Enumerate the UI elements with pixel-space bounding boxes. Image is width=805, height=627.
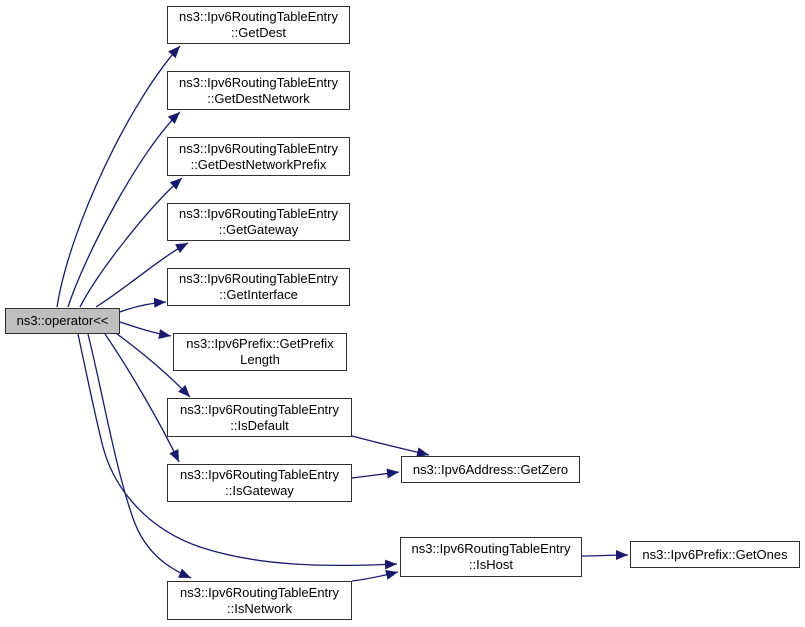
edge-operator-to-isnetwork — [87, 333, 192, 579]
node-label: ns3::Ipv6Prefix::GetOnes — [642, 546, 788, 562]
edge-isgateway-to-getzero — [351, 468, 400, 479]
node-getgateway[interactable]: ns3::Ipv6RoutingTableEntry ::GetGateway — [167, 203, 350, 241]
node-label-line2: Length — [240, 352, 280, 367]
edge-operator-to-getdestnetwork — [67, 111, 181, 308]
node-getinterface[interactable]: ns3::Ipv6RoutingTableEntry ::GetInterfac… — [167, 268, 350, 306]
node-label-line1: ns3::Ipv6RoutingTableEntry — [179, 271, 338, 286]
node-getdestnetworkprefix[interactable]: ns3::Ipv6RoutingTableEntry ::GetDestNetw… — [167, 137, 350, 176]
edge-operator-to-ishost — [77, 333, 398, 570]
node-isnetwork[interactable]: ns3::Ipv6RoutingTableEntry ::IsNetwork — [167, 581, 352, 620]
node-getzero[interactable]: ns3::Ipv6Address::GetZero — [401, 456, 580, 483]
node-label-line1: ns3::Ipv6RoutingTableEntry — [179, 206, 338, 221]
node-label-line2: ::GetDest — [231, 25, 286, 40]
node-label-line1: ns3::Ipv6RoutingTableEntry — [180, 584, 339, 600]
node-ns3-operator: ns3::operator<< — [5, 308, 120, 334]
edge-operator-to-getgateway — [95, 242, 189, 308]
node-label-line1: ns3::Ipv6RoutingTableEntry — [179, 140, 338, 156]
edge-isnetwork-to-ishost — [351, 570, 399, 582]
edge-operator-to-getdestnetworkprefix — [79, 177, 183, 308]
edge-operator-to-getinterface — [119, 297, 167, 313]
edge-ishost-to-getones — [581, 550, 629, 561]
node-label-line1: ns3::Ipv6RoutingTableEntry — [411, 541, 571, 556]
node-label: ns3::Ipv6Address::GetZero — [412, 461, 569, 477]
node-label-line2: ::GetDestNetworkPrefix — [190, 156, 327, 172]
node-isgateway[interactable]: ns3::Ipv6RoutingTableEntry ::IsGateway — [167, 464, 352, 502]
node-label-line1: ns3::Ipv6RoutingTableEntry — [180, 401, 339, 417]
node-label-line2: ::IsHost — [468, 557, 514, 572]
node-getdest[interactable]: ns3::Ipv6RoutingTableEntry ::GetDest — [167, 6, 350, 44]
node-label-line2: ::GetInterface — [219, 287, 298, 302]
node-getprefixlength[interactable]: ns3::Ipv6Prefix::GetPrefix Length — [173, 333, 347, 371]
node-getones[interactable]: ns3::Ipv6Prefix::GetOnes — [630, 541, 800, 568]
node-label-line1: ns3::Ipv6RoutingTableEntry — [179, 9, 338, 24]
node-label: ns3::operator<< — [16, 313, 109, 328]
node-getdestnetwork[interactable]: ns3::Ipv6RoutingTableEntry ::GetDestNetw… — [167, 71, 350, 110]
edge-operator-to-isgateway — [104, 333, 180, 463]
node-label-line2: ::IsNetwork — [226, 600, 292, 616]
node-label-line2: ::IsGateway — [225, 483, 294, 498]
node-label-line2: ::GetGateway — [218, 222, 299, 237]
node-label-line1: ns3::Ipv6Prefix::GetPrefix — [186, 336, 334, 351]
node-isdefault[interactable]: ns3::Ipv6RoutingTableEntry ::IsDefault — [167, 398, 352, 437]
node-label-line1: ns3::Ipv6RoutingTableEntry — [180, 467, 339, 482]
edge-operator-to-getdest — [56, 45, 181, 308]
edge-operator-to-isdefault — [116, 333, 191, 398]
node-label-line2: ::IsDefault — [230, 417, 289, 433]
node-label-line1: ns3::Ipv6RoutingTableEntry — [179, 74, 338, 90]
node-label-line2: ::GetDestNetwork — [207, 90, 310, 106]
node-ishost[interactable]: ns3::Ipv6RoutingTableEntry ::IsHost — [400, 537, 582, 577]
edge-isdefault-to-getzero — [351, 435, 430, 458]
edge-operator-to-getprefixlength — [119, 321, 172, 339]
